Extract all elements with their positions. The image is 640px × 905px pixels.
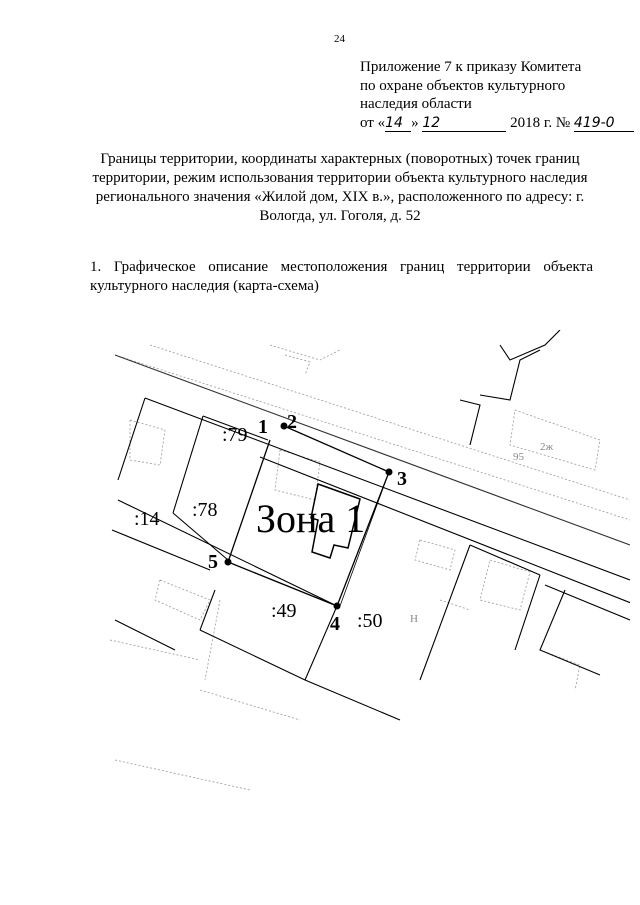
point-3-marker: [385, 468, 393, 476]
parcel-label-79: :79: [222, 424, 248, 446]
title-line-1: Границы территории, координаты характерн…: [100, 151, 580, 167]
title-line-3: регионального значения «Жилой дом, XIX в…: [95, 189, 585, 205]
zone-label: Зона 1: [256, 496, 365, 541]
appendix-line-3: наследия области: [360, 96, 472, 112]
boundary-points: [224, 422, 393, 610]
heritage-building: [310, 483, 361, 559]
point-4-marker: [333, 602, 341, 610]
date-prefix: от «: [360, 114, 386, 131]
handwritten-order-number: 419-0: [573, 115, 634, 132]
point-label-3: 3: [397, 468, 407, 490]
appendix-line-2: по охране объектов культурного: [360, 77, 566, 94]
point-label-2: 2: [287, 411, 297, 433]
point-label-1: 1: [258, 416, 268, 438]
appendix-line-1: Приложение 7 к приказу Комитета: [360, 59, 582, 75]
parcel-boundaries: [111, 330, 630, 721]
faint-label-95: 95: [513, 451, 525, 463]
background-dashed-lines: [109, 344, 630, 791]
page-number: 24: [334, 33, 345, 45]
parcel-labels: :79 :78 :14 :49 :50: [134, 424, 383, 632]
faint-label-n: Н: [410, 613, 418, 625]
parcel-label-50: :50: [357, 610, 383, 632]
point-labels: 1 2 3 4 5: [208, 411, 407, 635]
handwritten-month: 12: [422, 115, 507, 132]
parcel-label-49: :49: [271, 600, 297, 622]
title-line-4: Вологда, ул. Гоголя, д. 52: [259, 208, 421, 224]
point-label-5: 5: [208, 551, 218, 573]
parcel-label-78: :78: [192, 499, 218, 521]
document-title: Границы территории, координаты характерн…: [70, 150, 610, 226]
section-1-heading: 1. Графическое описание местоположения г…: [90, 259, 593, 294]
point-label-4: 4: [330, 613, 340, 635]
date-mid: »: [411, 114, 419, 131]
point-1-2-marker: [280, 422, 288, 430]
faint-label-2zh: 2ж: [540, 441, 554, 453]
year-text: 2018 г. №: [510, 114, 571, 131]
faint-map-labels: 2ж 95 Н: [410, 441, 554, 625]
parcel-label-14: :14: [134, 508, 160, 530]
handwritten-day: 14: [385, 115, 412, 132]
point-5-marker: [224, 558, 232, 566]
map-scheme: 1 2 3 4 5 :79 :78 :14 :49 :50 Зона 1 2ж …: [109, 330, 630, 791]
appendix-date-line: от «14» 12 2018 г. № 419-0: [360, 114, 634, 133]
appendix-header: Приложение 7 к приказу Комитета по охран…: [360, 58, 634, 132]
title-line-2: территории, режим использования территор…: [92, 170, 588, 186]
